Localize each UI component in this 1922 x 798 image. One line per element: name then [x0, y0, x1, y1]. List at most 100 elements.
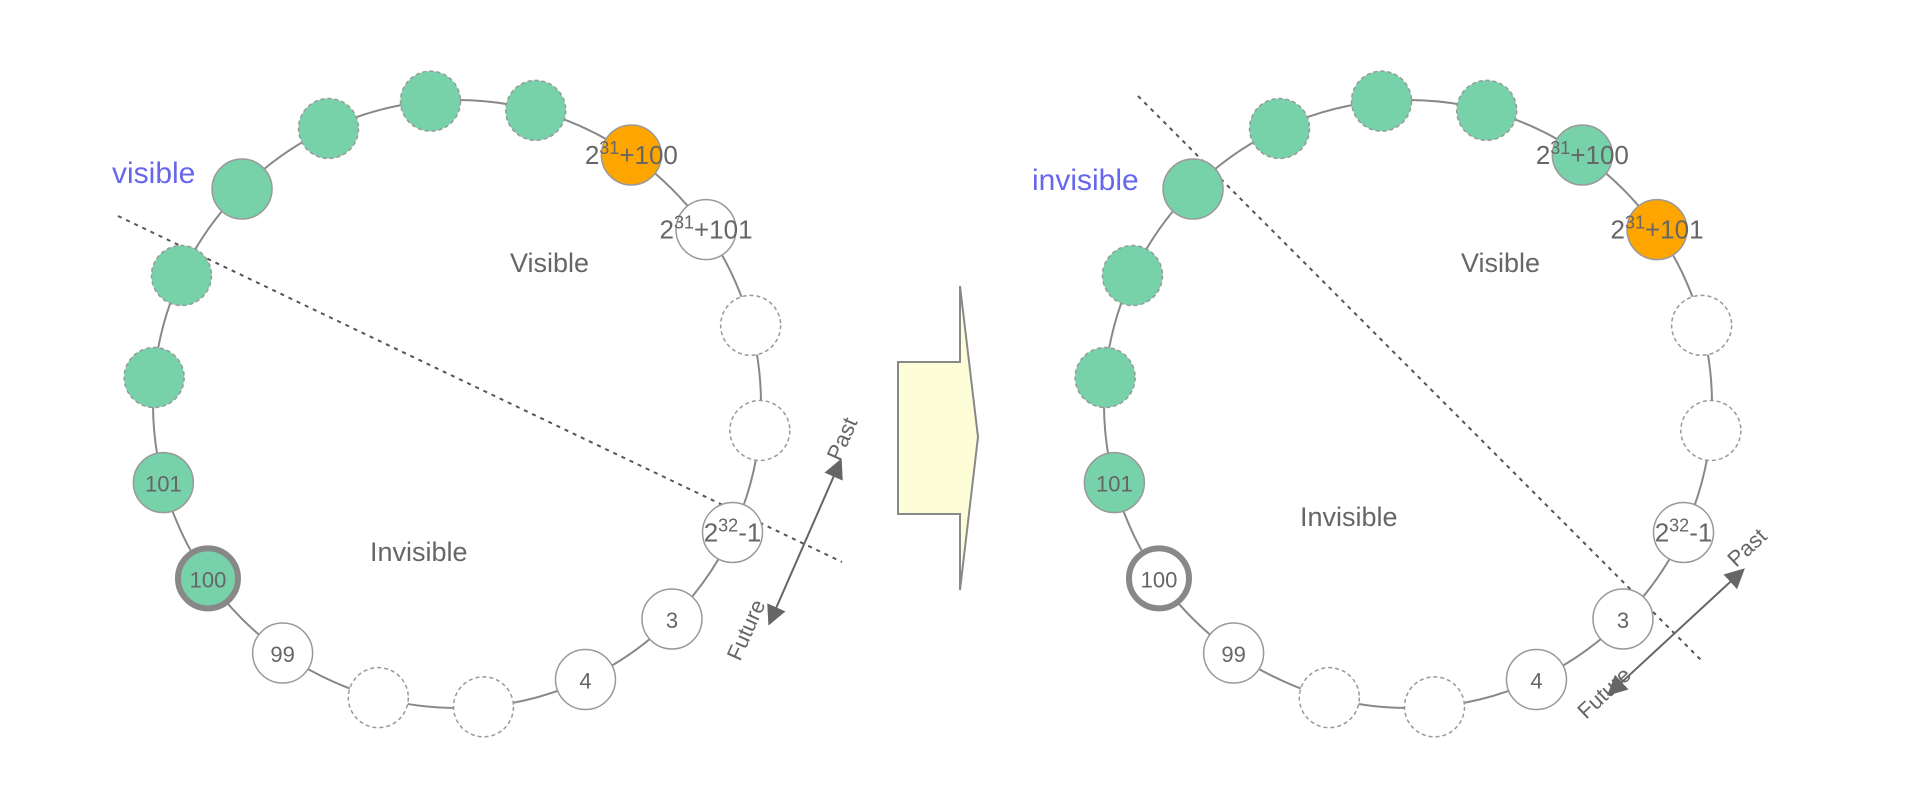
ring-node: 99	[251, 622, 314, 684]
region-label-invisible-left: Invisible	[370, 537, 468, 567]
node-circle	[452, 676, 515, 738]
node-circle	[600, 124, 663, 186]
callout-label-left: visible	[112, 157, 195, 190]
ring-node: 232-1	[1652, 501, 1715, 564]
ring-node: 3	[641, 588, 703, 650]
ring-node: 231+100	[585, 124, 678, 186]
ring-node	[1670, 294, 1733, 357]
ring-node	[719, 294, 782, 357]
node-circle	[1455, 79, 1518, 142]
region-label-visible-right: Visible	[1461, 248, 1540, 278]
node-label: 231+101	[1610, 213, 1703, 245]
node-circle	[701, 501, 764, 564]
node-circle	[123, 346, 185, 409]
ring-node	[1455, 79, 1518, 142]
ring-node: 4	[1505, 648, 1568, 711]
panel-right: invisible Visible Invisible 100 101 231+10…	[1032, 70, 1772, 738]
ring-node: 100	[174, 545, 241, 612]
node-circle	[132, 451, 195, 514]
ring-node	[399, 70, 462, 132]
node-label: 232-1	[1655, 515, 1713, 547]
ring-node: 101	[132, 451, 195, 514]
node-label: 3	[666, 608, 678, 633]
ring-node: 99	[1202, 622, 1265, 684]
node-circle	[1083, 451, 1146, 514]
arrow-label-future-right: Future	[1572, 662, 1636, 724]
ring-node	[211, 158, 273, 220]
node-circle	[1298, 666, 1361, 729]
node-label: 100	[1141, 567, 1178, 592]
ring-node: 100	[1125, 545, 1192, 612]
transition-arrow	[897, 285, 980, 591]
node-label: 99	[1221, 642, 1245, 667]
callout-label-right: invisible	[1032, 164, 1139, 197]
ring-node	[297, 97, 360, 160]
arrow-label-future-left: Future	[722, 596, 771, 664]
node-circle	[1350, 70, 1413, 132]
panel-left: visible Visible Invisible 100 101 231+100 2…	[112, 70, 863, 738]
arrow-label-past-left: Past	[822, 414, 863, 464]
node-circle	[347, 666, 410, 729]
node-label: 99	[270, 642, 294, 667]
node-ring-left: 100 101 231+100 231+101 232-1 3 4 99	[123, 70, 791, 738]
ring-node	[347, 666, 410, 729]
ring-node	[1101, 244, 1164, 307]
node-circle	[399, 70, 462, 132]
node-label: 101	[1096, 472, 1133, 497]
arrow-label-past-right: Past	[1722, 523, 1771, 571]
node-circle	[211, 158, 273, 220]
node-label: 231+100	[1536, 138, 1629, 170]
node-circle	[1505, 648, 1568, 711]
boundary-line-right	[1137, 95, 1704, 663]
node-circle	[1125, 545, 1192, 612]
ring-node	[1680, 399, 1742, 462]
node-label: 4	[1530, 669, 1542, 694]
node-circle	[504, 79, 567, 142]
node-circle	[719, 294, 782, 357]
ring-node: 231+101	[1610, 198, 1704, 261]
ring-node	[504, 79, 567, 142]
ring-node	[1403, 676, 1466, 738]
node-circle	[1074, 346, 1136, 409]
ring-node	[1298, 666, 1361, 729]
node-circle	[1202, 622, 1265, 684]
node-circle	[1162, 158, 1224, 220]
node-label: 232-1	[704, 515, 762, 547]
node-circle	[1670, 294, 1733, 357]
node-circle	[554, 648, 617, 711]
node-circle	[1551, 124, 1614, 186]
ring-node: 4	[554, 648, 617, 711]
ring-node: 232-1	[701, 501, 764, 564]
node-circle	[1680, 399, 1742, 462]
ring-node	[1074, 346, 1136, 409]
node-circle	[251, 622, 314, 684]
time-arrow-left	[767, 458, 843, 626]
node-circle	[150, 244, 213, 307]
time-arrow-right	[1607, 568, 1745, 696]
node-circle	[1403, 676, 1466, 738]
node-circle	[1101, 244, 1164, 307]
node-circle	[174, 545, 241, 612]
region-label-invisible-right: Invisible	[1300, 502, 1398, 532]
region-label-visible-left: Visible	[510, 248, 589, 278]
ring-node	[123, 346, 185, 409]
ring-node	[150, 244, 213, 307]
ring-node	[1350, 70, 1413, 132]
node-label: 101	[145, 472, 182, 497]
node-label: 231+101	[659, 213, 752, 245]
ring-node	[729, 399, 791, 462]
node-label: 100	[190, 567, 227, 592]
node-label: 4	[579, 669, 591, 694]
ring-node: 231+101	[659, 198, 753, 261]
node-circle	[675, 198, 737, 261]
ring-node	[1248, 97, 1311, 160]
node-circle	[641, 588, 703, 650]
node-circle	[1248, 97, 1311, 160]
node-circle	[1652, 501, 1715, 564]
node-label: 231+100	[585, 138, 678, 170]
ring-node: 231+100	[1536, 124, 1629, 186]
node-circle	[1626, 198, 1688, 261]
ring-node	[452, 676, 515, 738]
